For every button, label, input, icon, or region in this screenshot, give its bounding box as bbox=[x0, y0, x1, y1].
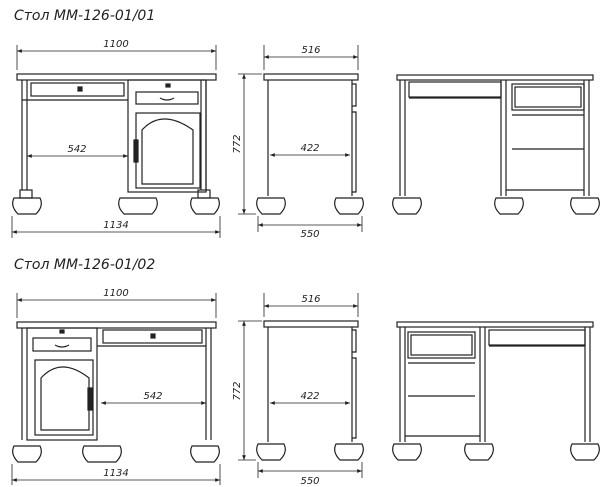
dim-base-width-1: 1134 bbox=[103, 220, 128, 231]
dim-base-width-2: 1134 bbox=[103, 468, 128, 479]
dim-top-depth-1: 516 bbox=[301, 45, 320, 56]
dim-inner-depth-1: 422 bbox=[300, 143, 319, 154]
front-view-2 bbox=[11, 293, 221, 485]
dim-base-depth-1: 550 bbox=[300, 229, 319, 240]
dim-knee-width-2: 542 bbox=[143, 391, 162, 402]
dim-base-depth-2: 550 bbox=[300, 476, 319, 487]
side-view-1 bbox=[238, 45, 364, 232]
model-title-2: Стол ММ-126-01/02 bbox=[14, 257, 156, 273]
model-2-drawings bbox=[11, 293, 600, 485]
back-view-1 bbox=[392, 74, 600, 215]
front-view-1 bbox=[11, 45, 221, 238]
dim-inner-depth-2: 422 bbox=[300, 391, 319, 402]
dim-height-1: 772 bbox=[232, 134, 243, 153]
dim-top-width-2: 1100 bbox=[103, 288, 128, 299]
dim-top-depth-2: 516 bbox=[301, 294, 320, 305]
dim-top-width-1: 1100 bbox=[103, 39, 128, 50]
dim-knee-width-1: 542 bbox=[67, 144, 86, 155]
model-title-1: Стол ММ-126-01/01 bbox=[14, 8, 156, 24]
model-1-drawings bbox=[11, 45, 600, 238]
dim-height-2: 772 bbox=[232, 381, 243, 400]
side-view-2 bbox=[238, 293, 364, 478]
back-view-2 bbox=[392, 321, 600, 461]
